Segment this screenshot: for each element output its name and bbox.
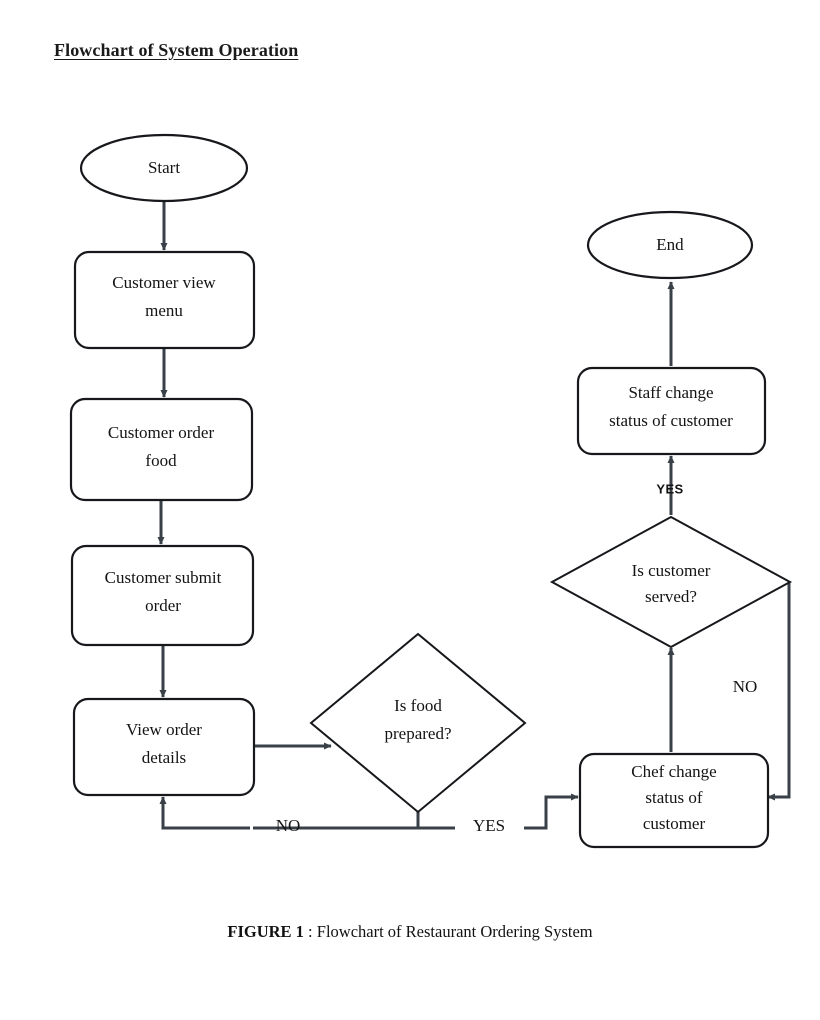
node-is-food-prepared-label-line1: Is food: [394, 696, 442, 715]
node-view-order-details[interactable]: View order details: [72, 697, 256, 797]
node-customer-order-food-label-line1: Customer order: [108, 423, 215, 442]
start-ellipse: [79, 133, 249, 203]
customer-submit-order-box: [70, 544, 255, 647]
edge-label-no-food-prepared: NO: [276, 816, 301, 835]
node-is-food-prepared[interactable]: Is food prepared?: [309, 632, 527, 814]
customer-order-food-box: [69, 397, 254, 502]
figure-caption: FIGURE 1 : Flowchart of Restaurant Order…: [0, 922, 820, 942]
node-customer-submit-order-label-line1: Customer submit: [105, 568, 222, 587]
node-is-customer-served-label-line2: served?: [645, 587, 697, 606]
page-title: Flowchart of System Operation: [54, 40, 299, 60]
node-chef-change-label-line1: Chef change: [631, 762, 716, 781]
node-chef-change-label-line2: status of: [645, 788, 702, 807]
figure-caption-label: FIGURE 1: [227, 922, 304, 941]
figure-caption-separator: :: [303, 922, 317, 941]
edge-food-prepared-no-to-view-details: [159, 796, 250, 830]
node-chef-change-label-line3: customer: [643, 814, 706, 833]
node-end[interactable]: End: [586, 210, 754, 280]
node-customer-view-menu-label-line1: Customer view: [112, 273, 216, 292]
is-customer-served-diamond: [549, 515, 793, 649]
figure-caption-text: Flowchart of Restaurant Ordering System: [316, 922, 593, 941]
node-is-customer-served-label-line1: Is customer: [632, 561, 711, 580]
node-start[interactable]: Start: [79, 133, 249, 203]
node-staff-change-label-line1: Staff change: [628, 383, 713, 402]
node-customer-order-food[interactable]: Customer order food: [69, 397, 254, 502]
customer-view-menu-box: [73, 250, 256, 350]
node-is-food-prepared-label-line2: prepared?: [384, 724, 451, 743]
view-order-details-box: [72, 697, 256, 797]
node-customer-view-menu[interactable]: Customer view menu: [73, 250, 256, 350]
edge-label-yes-customer-served: YES: [656, 481, 683, 496]
node-chef-change-status[interactable]: Chef change status of customer: [578, 752, 770, 849]
node-staff-change-status[interactable]: Staff change status of customer: [576, 366, 767, 456]
node-customer-submit-order-label-line2: order: [145, 596, 181, 615]
edge-customer-served-no-to-chef-change: [767, 582, 791, 801]
node-customer-order-food-label-line2: food: [145, 451, 177, 470]
node-view-order-details-label-line1: View order: [126, 720, 202, 739]
node-staff-change-label-line2: status of customer: [609, 411, 733, 430]
staff-change-status-box: [576, 366, 767, 456]
node-customer-submit-order[interactable]: Customer submit order: [70, 544, 255, 647]
end-ellipse: [586, 210, 754, 280]
is-food-prepared-diamond: [309, 632, 527, 814]
node-customer-view-menu-label-line2: menu: [145, 301, 183, 320]
edge-food-prepared-yes-to-chef-change: [524, 793, 579, 830]
node-end-label: End: [656, 235, 684, 254]
node-start-label: Start: [148, 158, 180, 177]
edge-label-no-customer-served: NO: [733, 677, 758, 696]
edge-label-yes-food-prepared: YES: [473, 816, 505, 835]
chef-change-status-box: [578, 752, 770, 849]
node-view-order-details-label-line2: details: [142, 748, 186, 767]
node-is-customer-served[interactable]: Is customer served?: [549, 515, 793, 649]
